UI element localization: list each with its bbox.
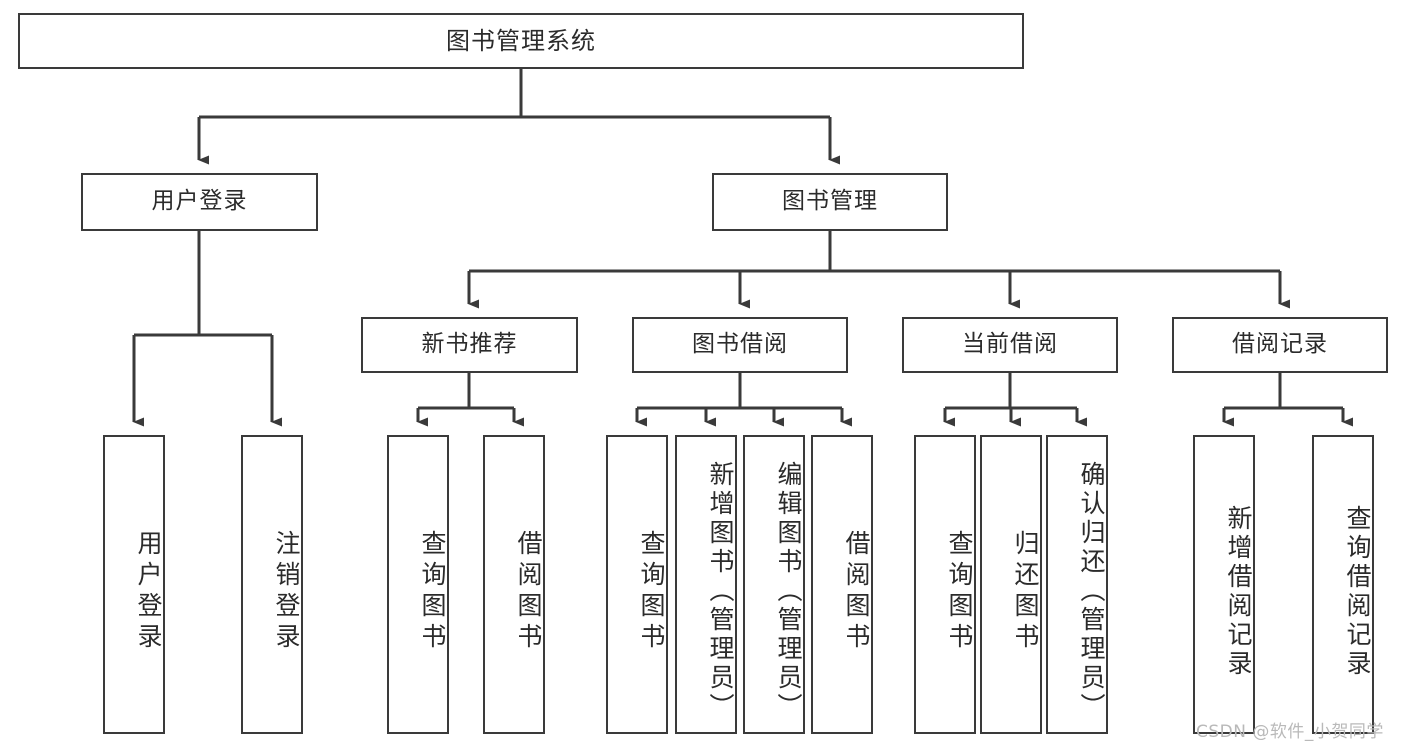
node-leaf-9[interactable]: 归还图书 (980, 435, 1042, 734)
node-leaf-8[interactable]: 查询图书 (914, 435, 976, 734)
node-level2-3[interactable]: 借阅记录 (1172, 317, 1388, 373)
node-level1-1[interactable]: 图书管理 (712, 173, 948, 231)
node-level1-0[interactable]: 用户登录 (81, 173, 318, 231)
node-leaf-7[interactable]: 借阅图书 (811, 435, 873, 734)
node-leaf-3[interactable]: 借阅图书 (483, 435, 545, 734)
node-leaf-5[interactable]: 新增图书（管理员） (675, 435, 737, 734)
node-leaf-2[interactable]: 查询图书 (387, 435, 449, 734)
node-level2-1[interactable]: 图书借阅 (632, 317, 848, 373)
node-leaf-10[interactable]: 确认归还（管理员） (1046, 435, 1108, 734)
watermark-label: CSDN @软件_小贺同学 (1196, 722, 1384, 742)
node-level2-2[interactable]: 当前借阅 (902, 317, 1118, 373)
node-leaf-1[interactable]: 注销登录 (241, 435, 303, 734)
node-leaf-0[interactable]: 用户登录 (103, 435, 165, 734)
node-leaf-12[interactable]: 查询借阅记录 (1312, 435, 1374, 734)
node-root[interactable]: 图书管理系统 (18, 13, 1024, 69)
node-level2-0[interactable]: 新书推荐 (361, 317, 578, 373)
node-leaf-4[interactable]: 查询图书 (606, 435, 668, 734)
node-leaf-6[interactable]: 编辑图书（管理员） (743, 435, 805, 734)
node-leaf-11[interactable]: 新增借阅记录 (1193, 435, 1255, 734)
